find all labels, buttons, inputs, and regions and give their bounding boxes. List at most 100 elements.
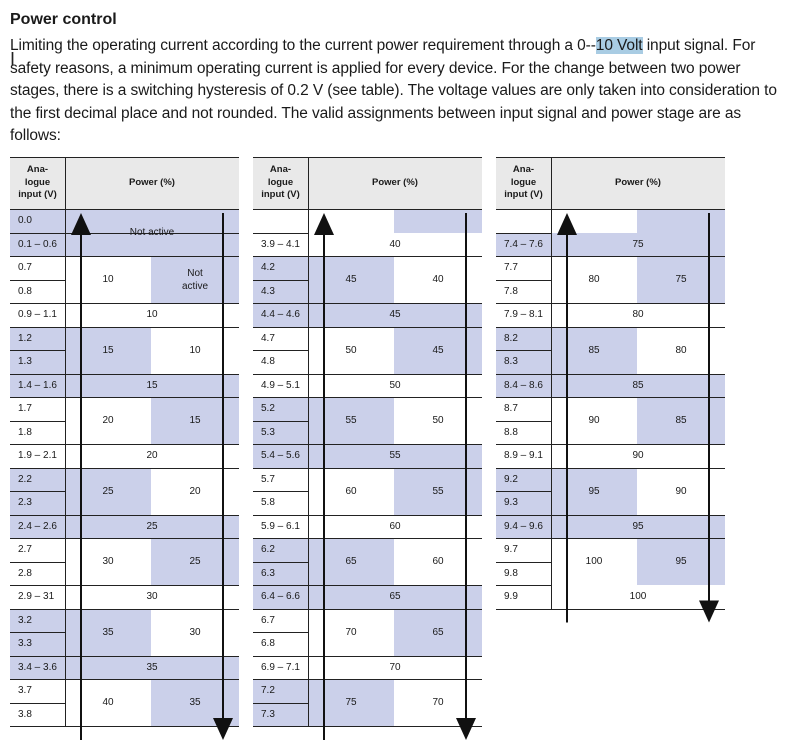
power-value: 75	[632, 238, 644, 250]
input-cell: 6.9 – 7.1	[261, 661, 300, 673]
band-divider	[10, 232, 239, 234]
power-value: 20	[189, 485, 201, 497]
band-divider	[10, 679, 239, 680]
power-value: Not active	[181, 267, 209, 292]
row-divider	[253, 561, 308, 563]
input-cell: 0.9 – 1.1	[18, 309, 57, 321]
power-value: 50	[432, 415, 444, 426]
shaded-input-cell	[253, 444, 308, 468]
power-value: 15	[102, 344, 114, 356]
power-value: 65	[345, 556, 357, 567]
power-value: 15	[189, 415, 201, 426]
input-cell: 9.3	[504, 497, 518, 509]
power-value: 55	[345, 415, 357, 426]
shaded-cell	[151, 538, 239, 585]
table-bottom-border	[496, 608, 725, 610]
table-top-border	[496, 157, 725, 158]
input-cell: 8.3	[504, 356, 518, 368]
power-value: 50	[389, 379, 401, 391]
input-cell: 1.4 – 1.6	[18, 379, 57, 391]
shaded-input-cell	[10, 326, 65, 350]
power-value: 70	[345, 626, 357, 638]
band-divider	[10, 303, 239, 304]
text-cursor-icon: I	[10, 49, 16, 69]
input-cell: 7.4 – 7.6	[504, 238, 543, 250]
shaded-cell	[308, 679, 394, 726]
shaded-input-cell	[10, 232, 65, 256]
input-cell: 4.9 – 5.1	[261, 379, 300, 391]
input-cell: 6.4 – 6.6	[261, 591, 300, 603]
shaded-input-cell	[10, 209, 65, 233]
shaded-input-cell	[253, 561, 308, 585]
band-divider	[253, 655, 482, 657]
input-cell: 6.8	[261, 638, 275, 650]
input-cell: 2.3	[18, 497, 32, 509]
shaded-input-cell	[253, 420, 308, 444]
input-cell: 0.0	[18, 215, 32, 227]
shaded-cell	[394, 326, 482, 374]
band-divider	[496, 514, 725, 516]
shaded-input-cell	[253, 585, 308, 609]
power-value: 45	[389, 309, 401, 321]
row-divider	[253, 232, 308, 234]
band-divider	[253, 256, 482, 257]
power-value: 15	[146, 379, 158, 391]
band-divider	[10, 256, 239, 257]
shaded-input-cell	[496, 467, 551, 491]
shaded-cell	[65, 467, 151, 515]
input-cell: 3.4 – 3.6	[18, 661, 57, 673]
input-column-header: Ana- logue input (V)	[261, 164, 300, 201]
input-cell: 1.2	[18, 332, 32, 344]
input-cell: 2.4 – 2.6	[18, 520, 57, 532]
band-divider	[253, 373, 482, 375]
power-value: 60	[432, 556, 444, 567]
shaded-input-cell	[10, 350, 65, 374]
intro-paragraph[interactable]: Limiting the operating current according…	[10, 35, 782, 148]
up-arrow-icon	[71, 213, 91, 235]
input-cell: 6.3	[261, 567, 275, 579]
selected-text-highlight[interactable]: 10 Volt	[595, 37, 643, 54]
shaded-input-cell	[10, 491, 65, 515]
row-divider	[496, 350, 551, 351]
direction-arrows	[71, 213, 233, 740]
band-divider	[10, 326, 239, 328]
row-divider	[253, 632, 308, 633]
power-value: 50	[345, 344, 357, 356]
row-divider	[253, 491, 308, 492]
input-cell: 9.7	[504, 544, 518, 556]
input-cell: 4.4 – 4.6	[261, 309, 300, 321]
power-value: 60	[389, 520, 401, 532]
power-value: 65	[432, 626, 444, 638]
shaded-cell	[637, 209, 725, 233]
shaded-input-cell	[253, 256, 308, 280]
row-divider	[253, 350, 308, 351]
paragraph-text-start: Limiting the operating current according…	[10, 37, 596, 54]
input-cell: 7.2	[261, 685, 275, 697]
power-value: 20	[146, 450, 158, 462]
input-cell: 4.7	[261, 332, 275, 344]
row-divider	[253, 279, 308, 281]
input-cell: 3.3	[18, 638, 32, 650]
input-cell: 2.7	[18, 544, 32, 556]
power-value: 85	[675, 415, 687, 426]
power-value: 60	[345, 485, 357, 497]
power-value: 35	[189, 697, 201, 708]
input-cell: 9.4 – 9.6	[504, 520, 543, 532]
input-cell: 0.1 – 0.6	[18, 238, 57, 250]
power-value: 40	[389, 238, 401, 250]
input-cell: 8.9 – 9.1	[504, 450, 543, 462]
power-value: 30	[102, 556, 114, 567]
table-top-border	[10, 157, 239, 158]
table-header-bg	[496, 157, 725, 209]
power-value: 90	[675, 485, 687, 497]
power-value: Not active	[129, 227, 175, 238]
input-cell: 3.9 – 4.1	[261, 238, 300, 250]
direction-arrows	[557, 213, 719, 623]
band-divider	[496, 303, 725, 304]
shaded-cell	[151, 397, 239, 444]
band-divider	[253, 538, 482, 539]
shaded-cell	[551, 326, 637, 374]
shaded-cell	[551, 514, 725, 538]
band-divider	[10, 538, 239, 539]
